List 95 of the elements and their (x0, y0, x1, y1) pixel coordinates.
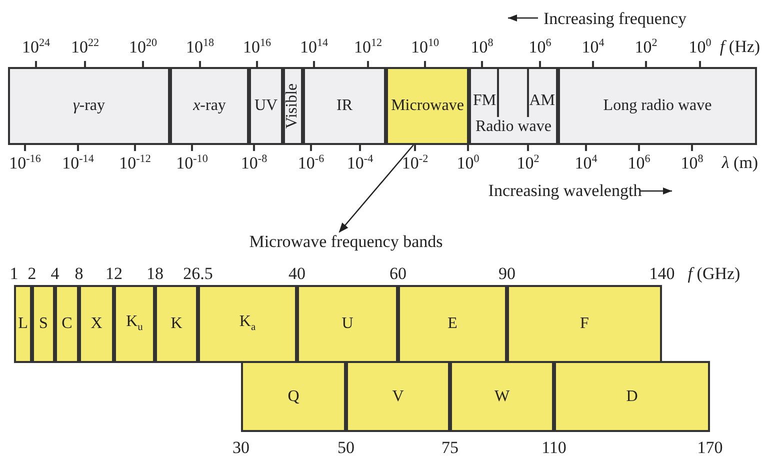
tick-label: 10$^{6}$ (528, 38, 552, 56)
spectrum-band (8, 67, 170, 145)
band-label: Visible (285, 83, 301, 129)
tick-label: 1 (10, 265, 18, 282)
tick-label: 10$^{0}$ (688, 38, 712, 56)
frequency-band (450, 361, 554, 432)
spectrum-band (170, 67, 249, 145)
tick-label: 10$^{-4}$ (346, 154, 374, 172)
tick-label: 50 (338, 439, 354, 456)
band-label: E (448, 316, 458, 332)
frequency-band (32, 285, 55, 363)
band-label: Q (288, 388, 300, 404)
tick-label: 110 (542, 439, 566, 456)
frequency-band (114, 285, 155, 363)
band-label: L (18, 316, 28, 332)
tick-label: 30 (232, 439, 250, 456)
band-label: γ-ray (72, 98, 106, 114)
band-label: C (62, 316, 72, 332)
tick-label: 10$^{6}$ (628, 154, 650, 172)
tick-label: 10$^{12}$ (354, 38, 382, 56)
tick-label: 12 (106, 265, 122, 282)
tick-label: 10$^{4}$ (582, 38, 604, 56)
tick-label: 10$^{14}$ (300, 38, 328, 56)
tick-label: 10$^{8}$ (470, 38, 494, 56)
band-label: F (580, 316, 589, 332)
band-label: S (39, 316, 48, 332)
frequency-band (155, 285, 198, 363)
tick-label: f (GHz) (688, 265, 740, 282)
frequency-band (198, 285, 297, 363)
band-label: FM (473, 93, 496, 109)
band-label: Radio wave (476, 119, 552, 135)
tick-label: 10$^{2}$ (516, 154, 540, 172)
spectrum-band (303, 67, 386, 145)
tick-label: 18 (146, 265, 164, 282)
tick-label: 10$^{-16}$ (9, 154, 41, 172)
frequency-band (14, 285, 32, 363)
band-label: UV (254, 98, 278, 114)
band-label: V (392, 388, 404, 404)
band-label: W (494, 388, 510, 404)
frequency-band (55, 285, 79, 363)
tick-label: 10$^{18}$ (186, 38, 214, 56)
band-label: K$_{a}$ (239, 314, 256, 334)
axis-unit: λ (m) (722, 154, 758, 171)
tick-label: 2 (28, 265, 36, 282)
tick-label: 26.5 (183, 265, 213, 282)
axis-title: Increasing wavelength (488, 182, 642, 199)
tick-label: 140 (649, 265, 675, 282)
band-label: D (626, 388, 638, 404)
band-label: IR (336, 98, 352, 114)
tick-label: 10$^{-8}$ (240, 154, 268, 172)
tick-label: 8 (74, 265, 84, 282)
tick-label: 10$^{-14}$ (62, 154, 94, 172)
band-label: x-ray (193, 98, 226, 114)
tick-label: 10$^{-10}$ (176, 154, 208, 172)
frequency-band (297, 285, 398, 363)
frequency-band (346, 361, 450, 432)
frequency-band (398, 285, 507, 363)
tick-label: 10$^{22}$ (70, 38, 100, 56)
axis-unit: f (Hz) (720, 38, 760, 55)
axis-title: Increasing frequency (544, 10, 686, 27)
band-label: X (90, 316, 102, 332)
spectrum-band (249, 67, 283, 145)
spectrum-band (469, 67, 558, 145)
tick-label: 10$^{2}$ (634, 38, 658, 56)
tick-label: 170 (697, 439, 723, 456)
frequency-band (507, 285, 662, 363)
tick-label: 10$^{8}$ (680, 154, 704, 172)
tick-label: 10$^{4}$ (574, 154, 598, 172)
tick-label: 10$^{16}$ (242, 38, 272, 56)
tick-label: 60 (390, 265, 406, 282)
band-label: Microwave (391, 98, 464, 114)
spectrum-band (386, 67, 469, 145)
tick-label: 90 (498, 265, 516, 282)
band-label: K$_{u}$ (126, 314, 143, 334)
band-label: K (170, 316, 182, 332)
spectrum-band (283, 67, 303, 145)
band-label: Long radio wave (603, 98, 712, 114)
tick-label: 10$^{0}$ (456, 154, 480, 172)
frequency-band (79, 285, 114, 363)
spectrum-band (558, 67, 757, 145)
tick-label: 10$^{24}$ (22, 38, 50, 56)
tick-label: 75 (442, 439, 458, 456)
tick-label: 10$^{-12}$ (119, 154, 151, 172)
tick-label: 10$^{-6}$ (298, 154, 324, 172)
tick-label: 10$^{-2}$ (402, 154, 428, 172)
tick-label: 4 (50, 265, 60, 282)
band-label: AM (529, 93, 555, 109)
frequency-band (554, 361, 710, 432)
arrow (338, 144, 414, 233)
frequency-band (241, 361, 346, 432)
heading-text: Microwave frequency bands (236, 232, 456, 252)
tick-label: 10$^{20}$ (128, 38, 158, 56)
tick-label: 40 (288, 265, 306, 282)
band-label: U (342, 316, 354, 332)
tick-label: 10$^{10}$ (410, 38, 440, 56)
